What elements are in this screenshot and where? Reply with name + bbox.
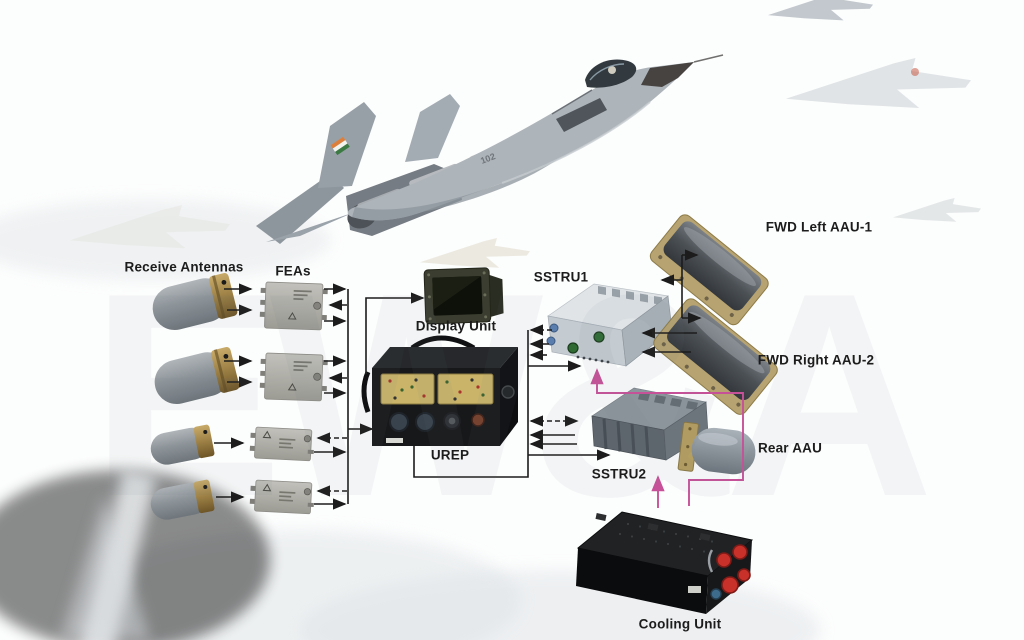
- display-unit: [423, 267, 504, 325]
- coolant-lines: [590, 368, 744, 508]
- label-fwd-left-aau1: FWD Left AAU-1: [765, 219, 873, 235]
- aircraft-photo: 102: [256, 54, 724, 244]
- ghost-aircraft-group: [70, 0, 981, 268]
- fwd-right-aau2-unit: [653, 298, 778, 415]
- receive-antenna-1: [152, 273, 238, 331]
- label-rear-aau: Rear AAU: [757, 440, 823, 456]
- fea-4: [249, 479, 314, 515]
- rear-aau-unit: [677, 421, 756, 475]
- receive-antenna-3: [150, 424, 215, 465]
- receive-antenna-4: [150, 479, 215, 520]
- fea-1: [259, 281, 328, 331]
- sstru1-unit: [546, 283, 673, 367]
- fea-2: [259, 352, 328, 402]
- ghost-jet-large-icon: [786, 58, 971, 108]
- fea-3: [249, 426, 314, 462]
- label-sstru2: SSTRU2: [591, 466, 647, 482]
- ghost-jet-top-icon: [768, 0, 873, 21]
- label-feas: FEAs: [275, 263, 311, 279]
- label-display-unit: Display Unit: [415, 318, 497, 334]
- label-receive-antennas: Receive Antennas: [124, 259, 244, 275]
- signal-lines: [214, 249, 702, 510]
- label-sstru1: SSTRU1: [533, 269, 589, 285]
- fwd-left-aau1-unit: [649, 214, 769, 326]
- urep-unit: [361, 335, 518, 446]
- label-fwd-right-aau2: FWD Right AAU-2: [757, 352, 875, 368]
- cooling-unit-device: [576, 511, 754, 614]
- label-cooling-unit: Cooling Unit: [638, 616, 722, 632]
- fin-flag-icon: [330, 136, 350, 156]
- label-urep: UREP: [430, 447, 470, 463]
- receive-antenna-2: [154, 347, 240, 405]
- ghost-jet-tan-icon: [420, 238, 530, 268]
- ghost-jet-right-icon: [893, 198, 981, 222]
